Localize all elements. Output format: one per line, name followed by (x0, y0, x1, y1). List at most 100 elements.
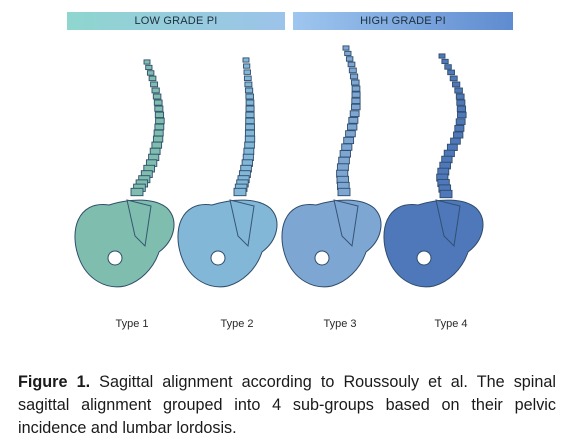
vertebra-block (244, 87, 254, 94)
pelvis-shape (74, 199, 175, 288)
vertebra-block (242, 57, 250, 63)
vertebra-block (154, 111, 165, 119)
vertebra-block (457, 111, 467, 119)
vertebra-block (245, 99, 255, 106)
header-band-low (67, 12, 285, 30)
vertebra-block (351, 91, 361, 98)
vertebra-block (441, 58, 449, 65)
vertebra-block (338, 156, 350, 165)
vertebra-block (150, 81, 159, 88)
vertebra-block (438, 53, 446, 59)
vertebra-block (347, 123, 358, 131)
vertebra-block (151, 87, 160, 94)
figure-caption: Figure 1. Sagittal alignment according t… (18, 371, 556, 440)
vertebra-block (337, 187, 351, 197)
spine-type-2 (177, 57, 278, 288)
caption-text: Sagittal alignment according to Roussoul… (18, 373, 556, 437)
type-3-label: Type 3 (323, 318, 357, 330)
spine-type-1 (74, 59, 175, 288)
vertebra-block (143, 59, 151, 65)
femoral-head-circle (416, 250, 432, 266)
sacrum-shape (229, 199, 255, 248)
pelvis-shape (383, 199, 484, 288)
vertebra-block (244, 141, 255, 149)
vertebra-block (446, 143, 458, 151)
vertebra-block (243, 69, 251, 75)
vertebra-block (152, 93, 162, 100)
vertebra-block (343, 136, 355, 145)
vertebra-block (450, 137, 461, 145)
vertebra-block (449, 75, 458, 82)
sacrum-shape (333, 199, 359, 248)
low-grade-pi-header: LOW GRADE PI (134, 15, 218, 27)
vertebra-block (336, 163, 349, 172)
vertebra-block (341, 143, 353, 151)
femoral-head-circle (210, 250, 226, 266)
vertebra-block (443, 149, 455, 158)
vertebra-block (342, 45, 350, 51)
vertebra-block (245, 93, 254, 100)
vertebra-block (351, 97, 361, 105)
vertebra-block (349, 110, 360, 117)
figure-label: Figure 1. (18, 373, 91, 391)
vertebra-block (153, 129, 164, 137)
vertebra-block (146, 70, 155, 76)
vertebra-block (444, 64, 452, 70)
vertebra-block (233, 187, 247, 197)
vertebra-block (154, 105, 164, 112)
vertebra-block (153, 99, 163, 106)
type-4-label: Type 4 (434, 318, 468, 330)
vertebra-block (456, 99, 466, 106)
type-2-label: Type 2 (220, 318, 254, 330)
vertebra-block (245, 117, 255, 125)
vertebra-block (348, 67, 357, 74)
high-grade-pi-header: HIGH GRADE PI (360, 15, 446, 27)
vertebra-block (243, 147, 255, 155)
vertebra-block (245, 105, 255, 112)
vertebra-block (154, 123, 165, 131)
vertebra-block (349, 73, 359, 80)
vertebra-block (145, 64, 153, 71)
type-1-label: Type 1 (115, 318, 149, 330)
vertebra-block (345, 56, 354, 62)
vertebra-block (351, 85, 361, 92)
spine-type-4 (383, 53, 484, 288)
vertebra-block (245, 111, 255, 119)
vertebra-block (453, 131, 464, 139)
vertebra-block (348, 116, 359, 124)
vertebra-block (244, 81, 253, 88)
vertebra-block (347, 61, 356, 68)
femoral-head-circle (107, 250, 123, 266)
vertebra-block (339, 150, 351, 158)
vertebra-block (344, 50, 352, 57)
vertebra-block (155, 117, 165, 125)
vertebra-block (454, 124, 465, 132)
vertebra-block (245, 123, 255, 131)
vertebra-block (454, 87, 463, 94)
sacrum-shape (435, 199, 461, 248)
spine-type-3 (281, 45, 382, 288)
vertebra-block (148, 75, 157, 82)
vertebra-block (243, 63, 251, 69)
vertebra-block (130, 187, 144, 197)
vertebra-block (351, 79, 360, 86)
vertebra-block (456, 105, 467, 113)
vertebra-block (452, 81, 461, 88)
pelvis-shape (177, 199, 278, 288)
vertebra-block (243, 75, 252, 82)
header-band-high (293, 12, 513, 30)
pelvis-shape (281, 199, 382, 288)
vertebra-block (244, 135, 256, 143)
vertebra-block (455, 93, 465, 100)
vertebra-block (345, 130, 356, 138)
vertebra-block (447, 69, 455, 76)
femoral-head-circle (314, 250, 330, 266)
vertebra-block (455, 118, 466, 125)
vertebra-block (152, 135, 164, 143)
sacrum-shape (126, 199, 152, 248)
vertebra-block (439, 189, 453, 199)
vertebra-block (244, 129, 255, 137)
vertebra-block (351, 103, 361, 111)
vertebra-block (151, 141, 163, 149)
